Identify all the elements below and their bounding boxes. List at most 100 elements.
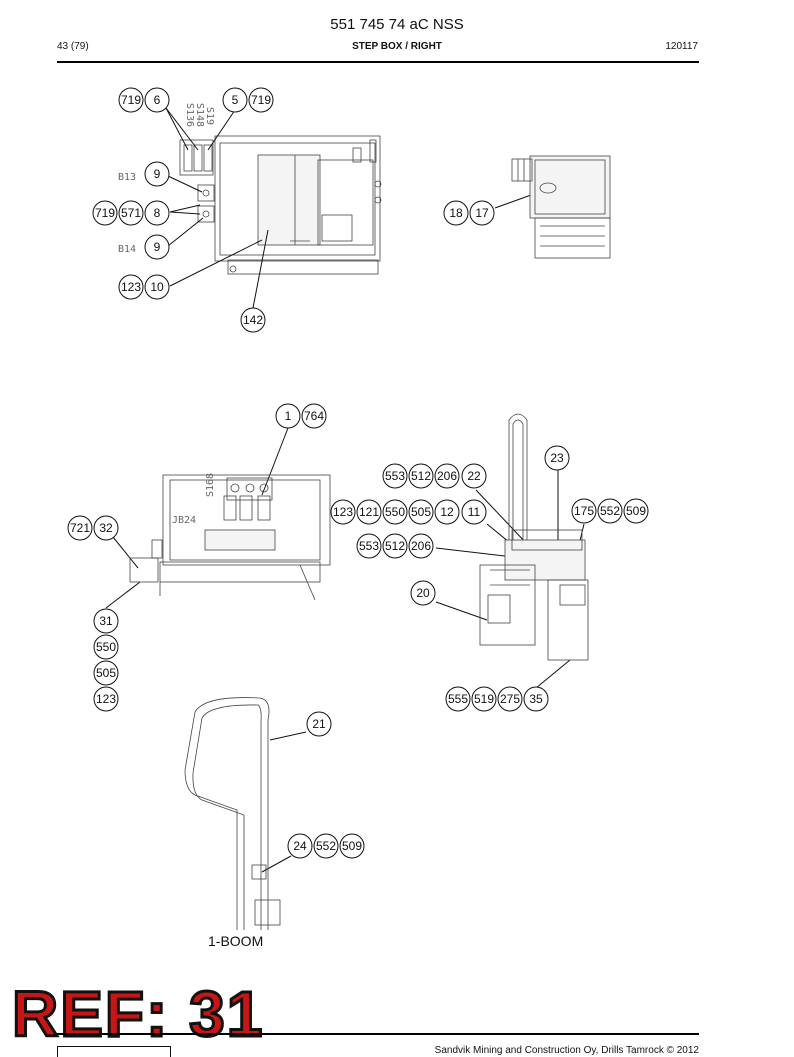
callout-571: 571 (118, 200, 144, 226)
callout-number: 552 (600, 504, 620, 518)
callout-number: 721 (70, 521, 90, 535)
callout-552: 552 (597, 498, 623, 524)
callout-number: 519 (474, 692, 494, 706)
callout-number: 175 (574, 504, 594, 518)
callout-206: 206 (434, 463, 460, 489)
callout-number: 123 (96, 692, 116, 706)
jb24-label: JB24 (172, 515, 196, 526)
sandvik-logo (57, 1046, 171, 1057)
callout-number: 555 (448, 692, 468, 706)
callout-number: 9 (154, 167, 161, 181)
callout-number: 6 (154, 93, 161, 107)
callout-number: 206 (437, 469, 457, 483)
callout-number: 23 (550, 451, 564, 465)
b14-label: B14 (118, 244, 136, 255)
callout-550: 550 (93, 634, 119, 660)
callout-23: 23 (544, 445, 570, 471)
callout-505: 505 (93, 660, 119, 686)
callout-number: 21 (312, 717, 326, 731)
callout-number: 764 (304, 409, 324, 423)
callout-number: 35 (529, 692, 543, 706)
callout-121: 121 (356, 499, 382, 525)
callout-number: 10 (150, 280, 164, 294)
boom-label: 1-BOOM (208, 933, 264, 949)
callout-10: 10 (144, 274, 170, 300)
callout-number: 509 (626, 504, 646, 518)
callout-number: 719 (121, 93, 141, 107)
callout-number: 553 (359, 539, 379, 553)
callout-519: 519 (471, 686, 497, 712)
callout-719: 719 (118, 87, 144, 113)
callout-24: 24 (287, 833, 313, 859)
copyright: Sandvik Mining and Construction Oy, Dril… (434, 1045, 699, 1056)
callout-number: 32 (99, 521, 113, 535)
callout-9: 9 (144, 234, 170, 260)
step-box-view-1 (179, 135, 382, 275)
callout-number: 512 (385, 539, 405, 553)
callout-number: 24 (293, 839, 307, 853)
callout-number: 206 (411, 539, 431, 553)
callout-32: 32 (93, 515, 119, 541)
callout-number: 18 (449, 206, 463, 220)
callout-505: 505 (408, 499, 434, 525)
callout-509: 509 (339, 833, 365, 859)
callout-8: 8 (144, 200, 170, 226)
callout-6: 6 (144, 87, 170, 113)
document-title: 551 745 74 aC NSS (330, 16, 464, 33)
callout-20: 20 (410, 580, 436, 606)
callout-553: 553 (382, 463, 408, 489)
callout-553: 553 (356, 533, 382, 559)
callout-number: 123 (333, 505, 353, 519)
callout-number: 550 (96, 640, 116, 654)
callout-550: 550 (382, 499, 408, 525)
callout-number: 275 (500, 692, 520, 706)
header-rule (57, 61, 699, 63)
b13-label: B13 (118, 172, 136, 183)
callout-number: 121 (359, 505, 379, 519)
callout-18: 18 (443, 200, 469, 226)
document-code: 120117 (665, 41, 698, 52)
callout-number: 550 (385, 505, 405, 519)
callout-719: 719 (92, 200, 118, 226)
callout-number: 11 (468, 505, 481, 519)
callout-35: 35 (523, 686, 549, 712)
callout-number: 20 (416, 586, 430, 600)
callout-31: 31 (93, 608, 119, 634)
callout-number: 5 (232, 93, 239, 107)
callout-764: 764 (301, 403, 327, 429)
callout-number: 512 (411, 469, 431, 483)
callout-123: 123 (93, 686, 119, 712)
callout-17: 17 (469, 200, 495, 226)
callout-275: 275 (497, 686, 523, 712)
callout-512: 512 (408, 463, 434, 489)
callout-number: 142 (243, 313, 263, 327)
callout-number: 719 (251, 93, 271, 107)
callout-9: 9 (144, 161, 170, 187)
callout-719: 719 (248, 87, 274, 113)
page-number: 43 (79) (57, 41, 89, 52)
callout-175: 175 (571, 498, 597, 524)
callout-142: 142 (240, 307, 266, 333)
callout-12: 12 (434, 499, 460, 525)
callout-number: 1 (285, 409, 292, 423)
callout-123: 123 (330, 499, 356, 525)
callout-number: 12 (440, 505, 454, 519)
s19-label: S19 (204, 107, 215, 125)
callout-number: 553 (385, 469, 405, 483)
callout-number: 123 (121, 280, 141, 294)
leader-lines (105, 107, 585, 873)
callout-number: 719 (95, 206, 115, 220)
callout-21: 21 (306, 711, 332, 737)
callout-number: 17 (475, 206, 489, 220)
callout-11: 11 (461, 499, 487, 525)
footer-rule (57, 1033, 699, 1035)
callout-512: 512 (382, 533, 408, 559)
callout-number: 509 (342, 839, 362, 853)
ref-stamp: REF: 31 (10, 978, 265, 1050)
callout-number: 31 (99, 614, 113, 628)
s136-label: S136 (184, 103, 195, 127)
step-box-view-4 (479, 413, 589, 661)
callout-1: 1 (275, 403, 301, 429)
s168-label: S168 (205, 473, 216, 497)
